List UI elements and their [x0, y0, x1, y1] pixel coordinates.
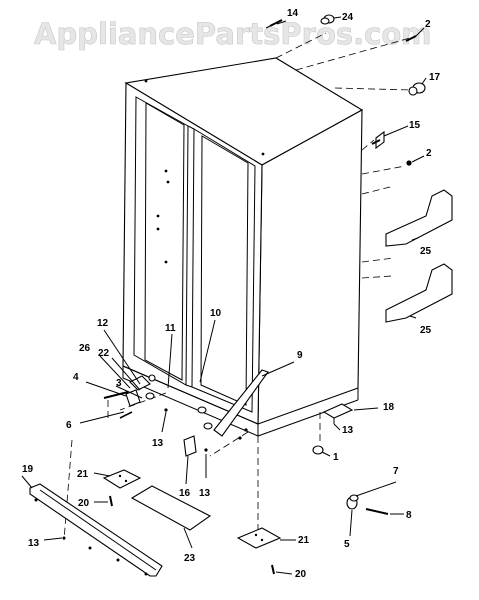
callout-7: 7 [393, 466, 399, 477]
part-14-screw [265, 19, 283, 29]
callout-15: 15 [409, 120, 421, 131]
part-9-door-stop [203, 369, 269, 437]
part-8-screw [365, 508, 389, 515]
part-13-screw-cluster [164, 406, 248, 452]
watermark-logo: AppliancePartsPros.com [34, 17, 431, 51]
callout-14: 14 [287, 8, 299, 19]
callout-24: 24 [342, 12, 354, 23]
callout-8: 8 [406, 510, 412, 521]
part-20-screw-left [109, 495, 113, 507]
callout-9: 9 [297, 350, 303, 361]
callout-17: 17 [429, 72, 441, 83]
callout-3: 3 [116, 378, 122, 389]
part-16-hinge [183, 435, 197, 457]
callout-13: 13 [152, 438, 164, 449]
callout-21: 21 [298, 535, 310, 546]
callout-13: 13 [199, 488, 211, 499]
callout-13: 13 [342, 425, 354, 436]
callout-2: 2 [426, 148, 432, 159]
part-21-plate-left [102, 469, 142, 489]
part-21-plate-right [236, 527, 282, 549]
callout-4: 4 [73, 372, 79, 383]
callout-21: 21 [77, 469, 89, 480]
part-17-cap [408, 82, 426, 96]
assembly-lines [63, 32, 413, 541]
part-23-panel [130, 485, 212, 531]
callout-22: 22 [98, 348, 110, 359]
callout-25: 25 [420, 246, 432, 257]
callout-2: 2 [425, 19, 431, 30]
part-19-grille [29, 483, 163, 577]
callout-20: 20 [295, 569, 307, 580]
part-15-bracket [371, 130, 385, 150]
callout-labels: 14 24 2 17 15 2 25 25 12 10 11 26 22 9 4… [22, 8, 441, 580]
callout-11: 11 [165, 323, 176, 334]
callout-26: 26 [79, 343, 91, 354]
callout-10: 10 [210, 308, 222, 319]
callout-12: 12 [97, 318, 109, 329]
part-24-cap [320, 14, 335, 25]
callout-5: 5 [344, 539, 350, 550]
callout-13: 13 [28, 538, 40, 549]
part-25-tray-upper [385, 189, 453, 247]
part-cluster-hinge [103, 374, 156, 419]
callout-6: 6 [66, 420, 72, 431]
part-18-leg-bracket [322, 403, 354, 424]
part-25-tray-lower [385, 263, 453, 323]
callout-16: 16 [179, 488, 191, 499]
part-2-screw-top [405, 35, 417, 42]
callout-20: 20 [78, 498, 90, 509]
cabinet-body [122, 57, 364, 437]
part-2-screw-mid [406, 160, 412, 166]
callout-18: 18 [383, 402, 395, 413]
part-5-leveler [346, 494, 359, 510]
callout-23: 23 [184, 553, 196, 564]
part-20-screw-right [271, 564, 275, 575]
callout-25: 25 [420, 325, 432, 336]
leader-lines [21, 16, 427, 575]
part-1-roller [312, 445, 324, 455]
callout-19: 19 [22, 464, 34, 475]
callout-1: 1 [333, 452, 339, 463]
